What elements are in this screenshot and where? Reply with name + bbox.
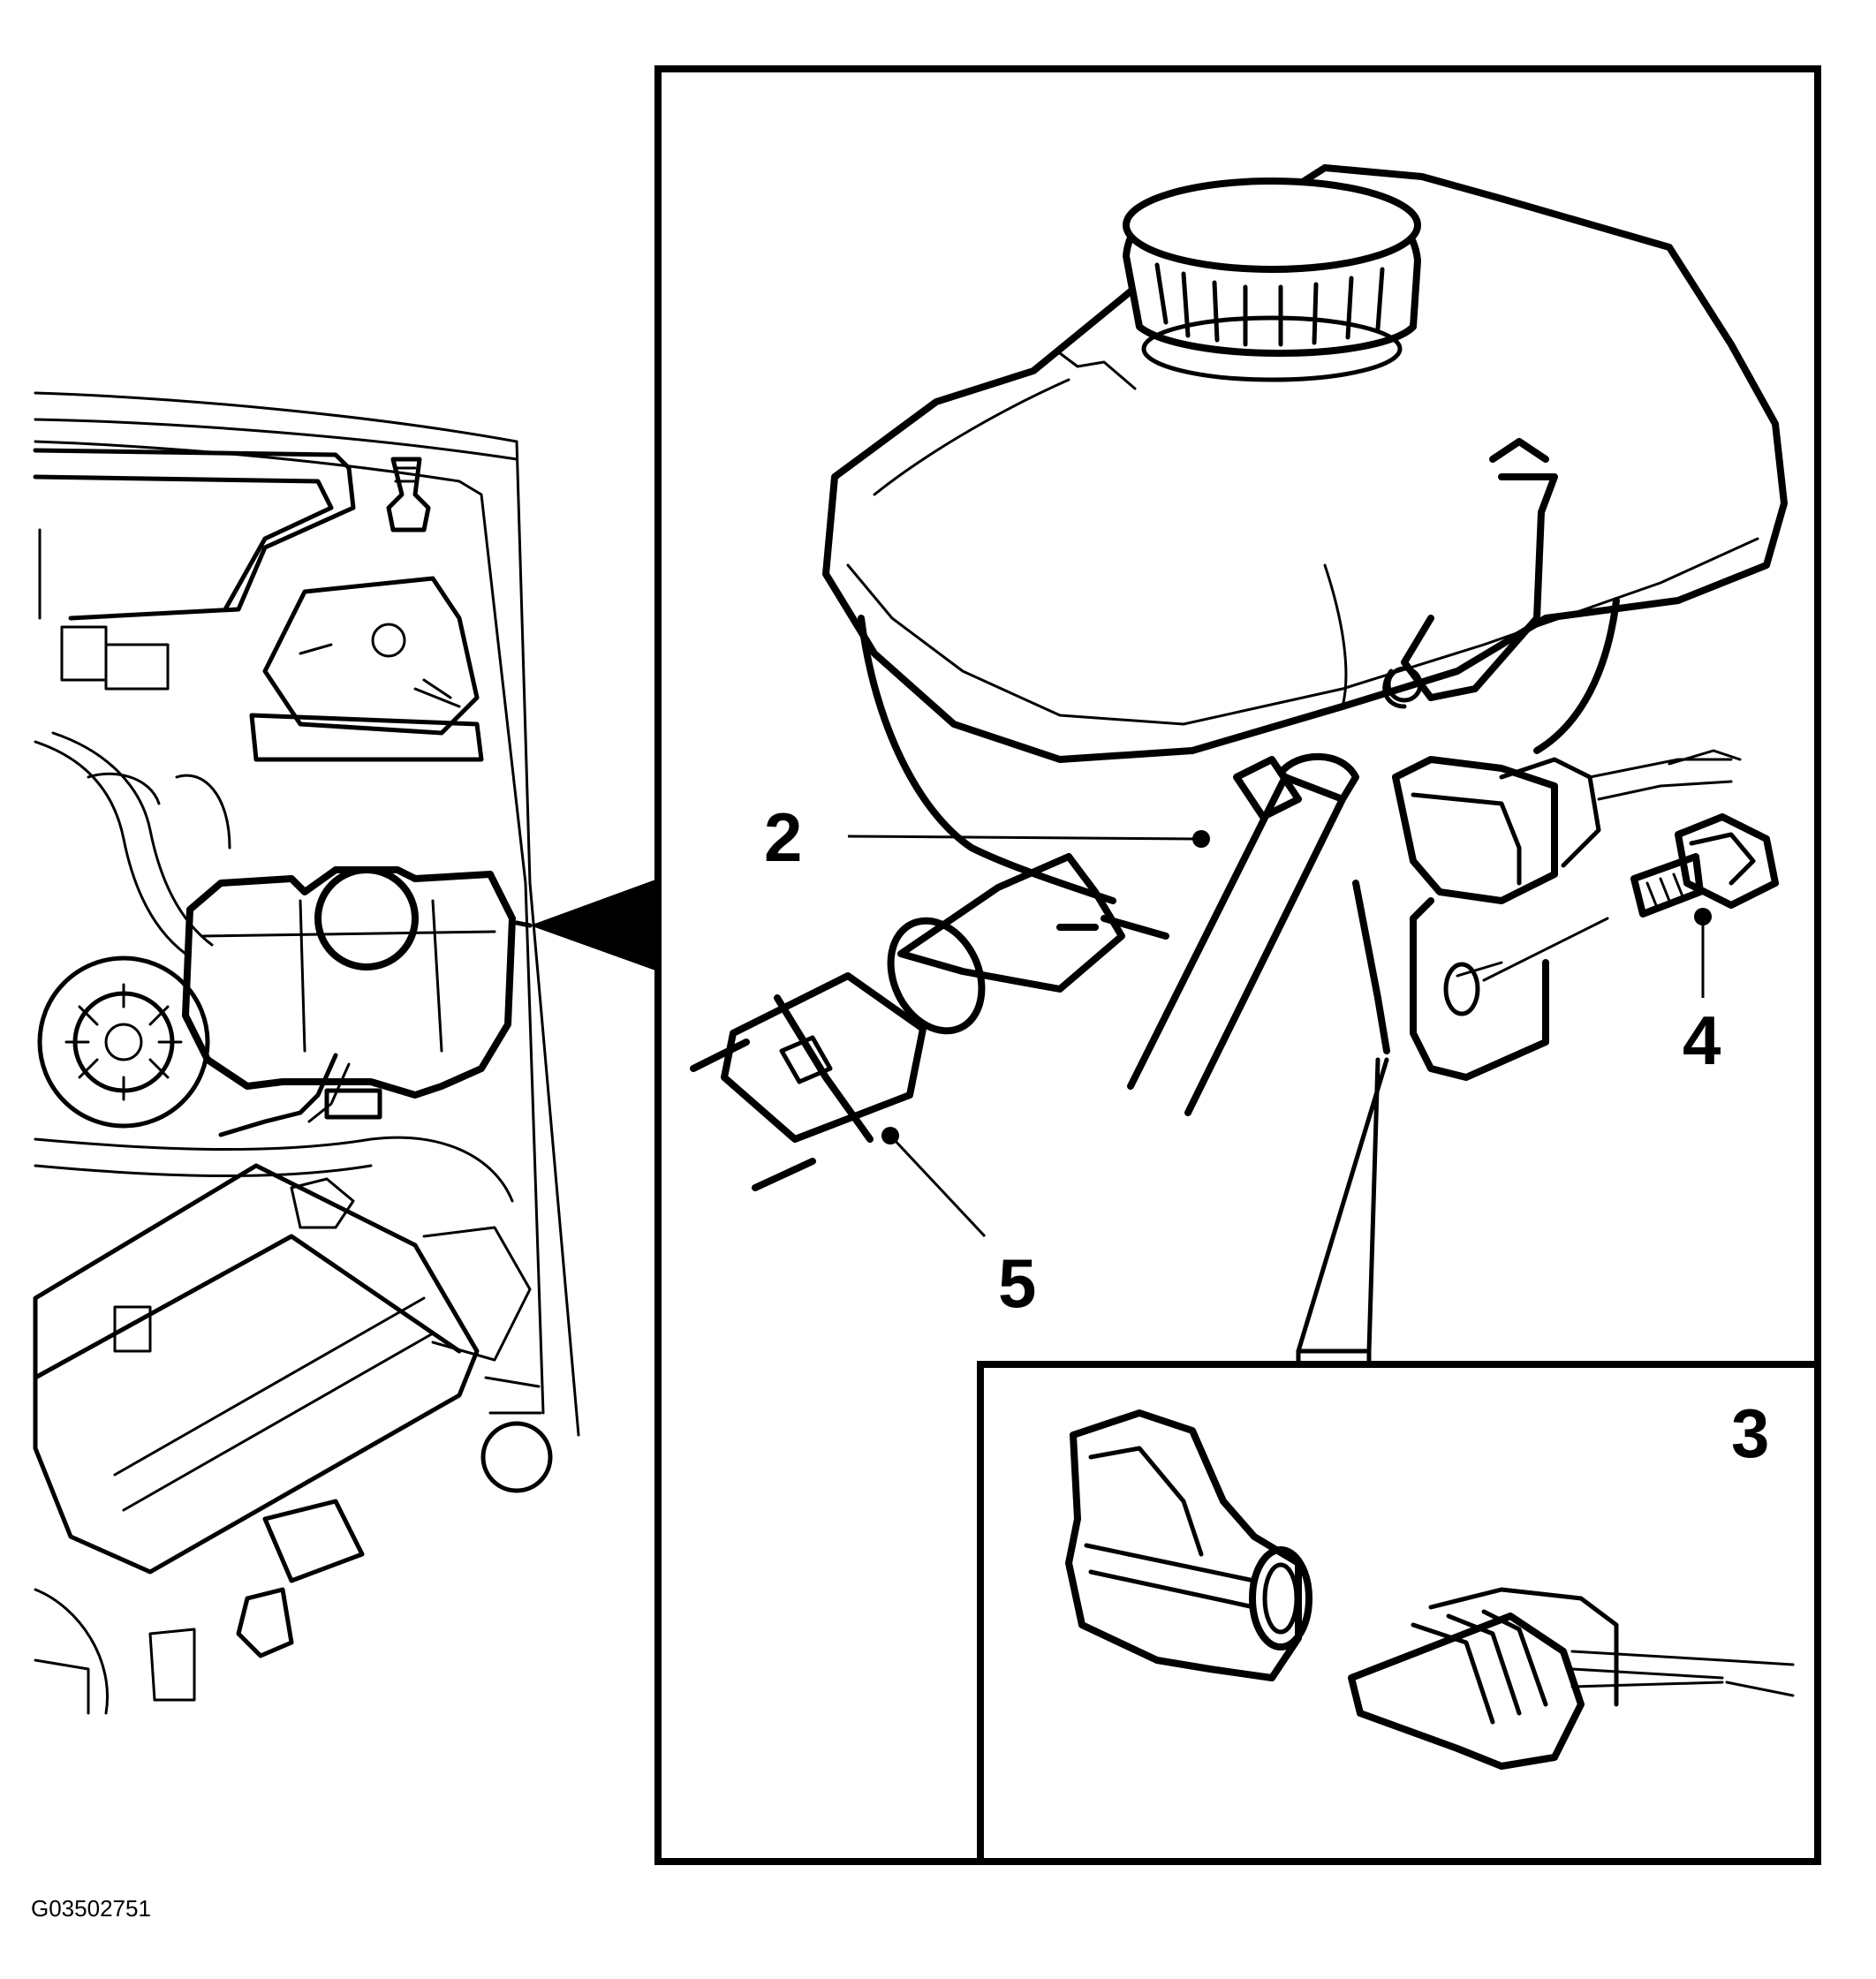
- reservoir-detail: [690, 164, 1788, 1354]
- callout-4-label: 4: [1683, 1001, 1721, 1079]
- callout-3: 3: [1731, 1394, 1769, 1472]
- callout-5: 5: [881, 1127, 1036, 1322]
- callout-5-label: 5: [998, 1244, 1036, 1322]
- connector-detail: [1065, 1409, 1795, 1770]
- callout-2-label: 2: [764, 798, 802, 876]
- callout-4: 4: [1683, 908, 1721, 1079]
- engine-bay-overview: [33, 391, 580, 1715]
- pointer-arrow: [530, 879, 658, 971]
- callout-2: 2: [764, 798, 1210, 876]
- callout-3-label: 3: [1731, 1394, 1769, 1472]
- figure-id: G03502751: [31, 1895, 151, 1922]
